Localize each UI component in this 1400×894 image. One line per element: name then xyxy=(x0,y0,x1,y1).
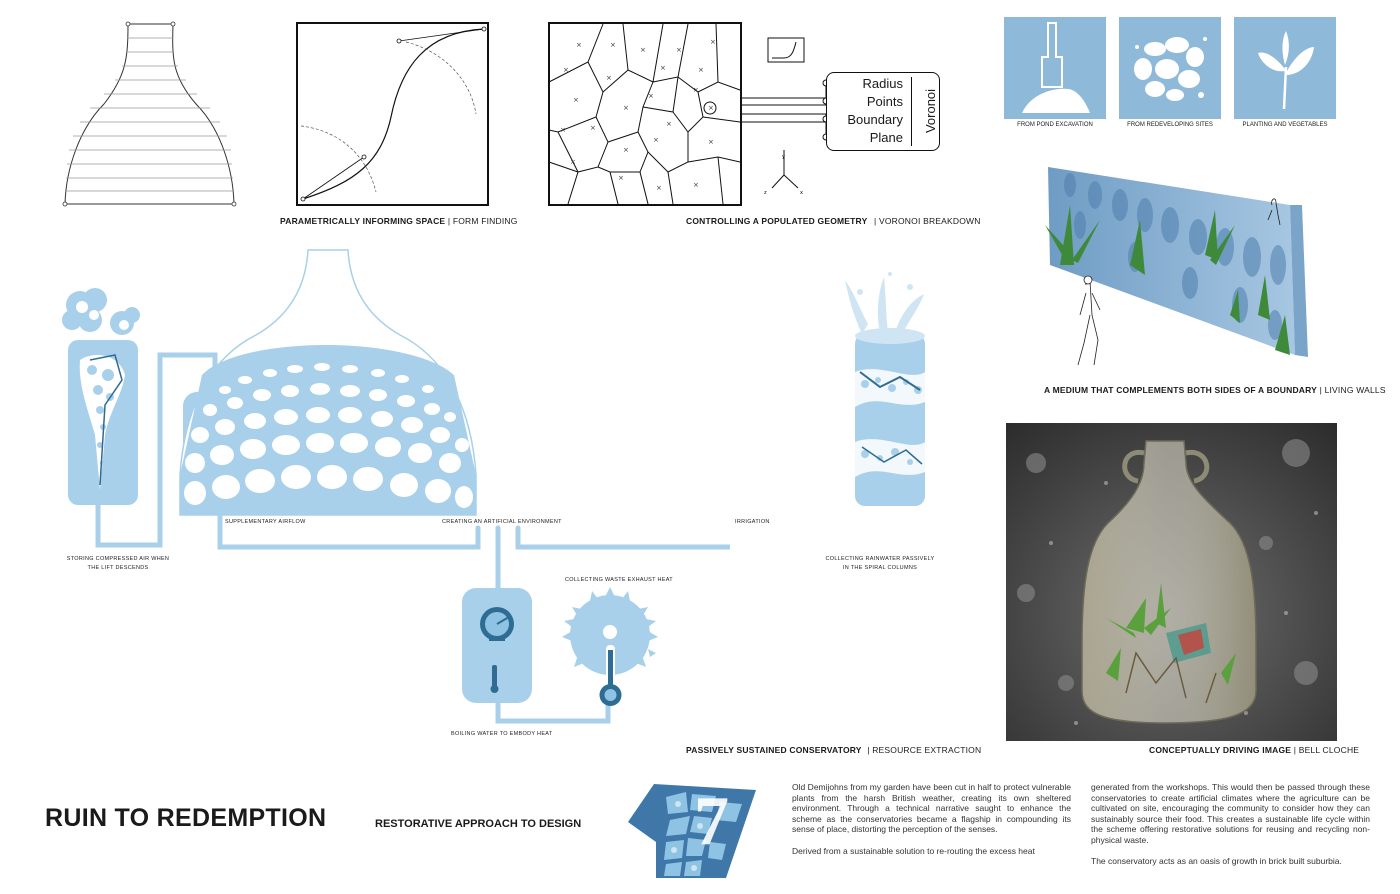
caption-light: | VORONOI BREAKDOWN xyxy=(874,216,981,226)
svg-text:×: × xyxy=(693,181,699,189)
svg-text:×: × xyxy=(660,64,666,72)
label-collecting-rain-1: COLLECTING RAINWATER PASSIVELY xyxy=(825,556,935,562)
voronoi-component-box: Radius Points Boundary Plane Voronoi xyxy=(826,72,940,151)
caption-light: | BELL CLOCHE xyxy=(1293,745,1360,755)
body-paragraph-2: Derived from a sustainable solution to r… xyxy=(792,845,1035,856)
svg-text:×: × xyxy=(708,104,714,112)
label-supplementary-airflow: SUPPLEMENTARY AIRFLOW xyxy=(225,519,306,525)
conservatory-caption: PASSIVELY SUSTAINED CONSERVATORY | RESOU… xyxy=(686,745,981,755)
label-creating-environment: CREATING AN ARTIFICIAL ENVIRONMENT xyxy=(442,519,562,525)
svg-text:×: × xyxy=(610,41,616,49)
caption-light: | LIVING WALLS xyxy=(1319,385,1386,395)
shovel-icon xyxy=(1022,22,1090,113)
page-subtitle: RESTORATIVE APPROACH TO DESIGN xyxy=(375,818,582,830)
label-boiling-water: BOILING WATER TO EMBODY HEAT xyxy=(451,731,553,737)
form-finding-caption: PARAMETRICALLY INFORMING SPACE | FORM FI… xyxy=(280,216,518,226)
bell-outline-drawing xyxy=(62,21,237,207)
label-collecting-heat: COLLECTING WASTE EXHAUST HEAT xyxy=(565,577,673,583)
cloche-caption: CONCEPTUALLY DRIVING IMAGE | BELL CLOCHE xyxy=(1149,745,1359,755)
bell-cloche-photo xyxy=(1006,423,1337,741)
caption-bold: CONCEPTUALLY DRIVING IMAGE xyxy=(1149,745,1292,755)
tile-planting-vegetables xyxy=(1234,17,1336,119)
caption-light: | FORM FINDING xyxy=(447,216,518,226)
project-logo: 7 xyxy=(628,783,756,878)
caption-bold: A MEDIUM THAT COMPLEMENTS BOTH SIDES OF … xyxy=(1044,385,1318,395)
sprout-icon xyxy=(1258,31,1314,110)
svg-text:y: y xyxy=(782,154,785,160)
voronoi-input-points: Points xyxy=(866,94,903,109)
svg-text:×: × xyxy=(606,74,612,82)
central-dome xyxy=(179,249,477,516)
svg-text:×: × xyxy=(623,104,629,112)
conservatory-system-diagram xyxy=(62,249,730,724)
svg-text:×: × xyxy=(666,120,672,128)
tile-caption-1: FROM POND EXCAVATION xyxy=(1017,122,1093,128)
body-column-1: Old Demijohns from my garden have been c… xyxy=(792,782,1071,856)
caption-light: | RESOURCE EXTRACTION xyxy=(867,745,982,755)
voronoi-component-label: Voronoi xyxy=(923,88,938,134)
caption-bold: CONTROLLING A POPULATED GEOMETRY xyxy=(686,216,868,226)
svg-text:×: × xyxy=(640,46,646,54)
page-title: RUIN TO REDEMPTION xyxy=(45,804,327,832)
caption-bold: PASSIVELY SUSTAINED CONSERVATORY xyxy=(686,745,862,755)
caption-bold: PARAMETRICALLY INFORMING SPACE xyxy=(280,216,446,226)
rubble-icon xyxy=(1134,37,1207,101)
voronoi-input-plane: Plane xyxy=(869,130,903,145)
voronoi-input-boundary: Boundary xyxy=(847,112,903,127)
svg-text:z: z xyxy=(764,190,767,196)
svg-text:×: × xyxy=(698,66,704,74)
exhaust-heat-collector xyxy=(562,587,658,706)
label-collecting-rain-2: IN THE SPIRAL COLUMNS xyxy=(842,565,918,571)
heat-controller xyxy=(462,588,532,703)
svg-text:×: × xyxy=(648,92,654,100)
body-paragraph-3: generated from the workshops. This would… xyxy=(1091,782,1370,845)
voronoi-caption: CONTROLLING A POPULATED GEOMETRY | VORON… xyxy=(686,216,981,226)
svg-text:×: × xyxy=(563,66,569,74)
svg-text:×: × xyxy=(656,184,662,192)
tile-redeveloping-sites xyxy=(1119,17,1221,119)
tile-caption-3: PLANTING AND VEGETABLES xyxy=(1242,122,1328,128)
living-walls-caption: A MEDIUM THAT COMPLEMENTS BOTH SIDES OF … xyxy=(1044,385,1386,395)
body-paragraph-1: Old Demijohns from my garden have been c… xyxy=(792,782,1071,834)
label-irrigation: IRRIGATION xyxy=(735,519,770,525)
tile-pond-excavation xyxy=(1004,17,1106,119)
svg-text:×: × xyxy=(618,174,624,182)
svg-text:×: × xyxy=(676,46,682,54)
label-storing-2: THE LIFT DESCENDS xyxy=(87,565,149,571)
svg-text:×: × xyxy=(590,124,596,132)
body-paragraph-4: The conservatory acts as an oasis of gro… xyxy=(1091,856,1342,866)
logo-number: 7 xyxy=(694,783,729,860)
svg-text:×: × xyxy=(653,136,659,144)
svg-text:×: × xyxy=(570,158,576,166)
svg-text:×: × xyxy=(623,146,629,154)
svg-text:×: × xyxy=(710,38,716,46)
tile-caption-2: FROM REDEVELOPING SITES xyxy=(1127,122,1213,128)
voronoi-divider xyxy=(911,77,912,146)
form-finding-curve xyxy=(296,22,489,206)
living-wall-render xyxy=(1045,167,1308,366)
svg-text:×: × xyxy=(708,138,714,146)
voronoi-input-radius: Radius xyxy=(862,76,903,91)
voronoi-diagram: × × × × × × × × × × × × × × × × × × × × × × × × xyxy=(548,22,742,206)
svg-text:×: × xyxy=(573,96,579,104)
voronoi-inputs-list: Radius Points Boundary Plane xyxy=(835,75,903,147)
rainwater-column xyxy=(845,272,925,506)
svg-text:×: × xyxy=(576,41,582,49)
label-storing-1: STORING COMPRESSED AIR WHEN xyxy=(66,556,170,562)
svg-text:×: × xyxy=(693,86,699,94)
svg-text:x: x xyxy=(800,190,803,196)
compressed-air-tank xyxy=(62,288,140,505)
svg-text:×: × xyxy=(560,126,566,134)
body-column-2: generated from the workshops. This would… xyxy=(1091,782,1370,867)
